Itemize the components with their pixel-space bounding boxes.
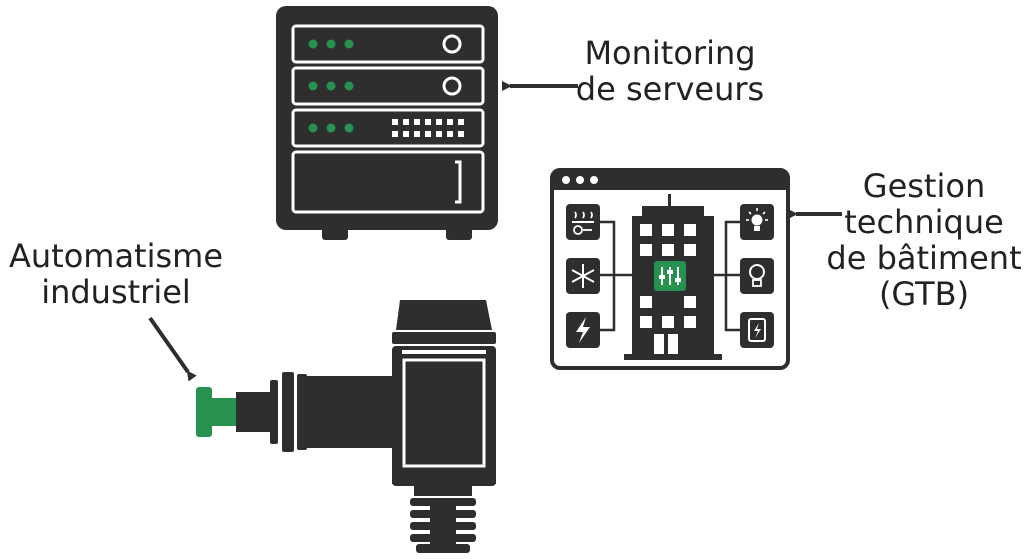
pressure-sensor-icon bbox=[196, 300, 496, 553]
industrial-arrow bbox=[148, 316, 197, 382]
building-management-label: Gestion technique de bâtiment (GTB) bbox=[826, 168, 1022, 312]
industrial-automation-label: Automatisme industriel bbox=[0, 238, 232, 310]
building-dashboard-icon bbox=[550, 168, 790, 370]
gtb-line-1: Gestion bbox=[862, 167, 986, 205]
server-monitoring-label: Monitoring de serveurs bbox=[556, 35, 784, 107]
lamp-icon bbox=[740, 204, 774, 240]
industrial-line-2: industriel bbox=[41, 273, 191, 311]
server-monitoring-line-2: de serveurs bbox=[575, 70, 765, 108]
lightbulb-icon bbox=[740, 258, 774, 294]
server-monitoring-line-1: Monitoring bbox=[584, 34, 756, 72]
industrial-line-1: Automatisme bbox=[8, 237, 224, 275]
gtb-line-2: technique bbox=[844, 203, 1004, 241]
snowflake-icon bbox=[566, 258, 600, 294]
server-rack-icon bbox=[276, 6, 498, 240]
gtb-line-4: (GTB) bbox=[878, 275, 970, 313]
gtb-line-3: de bâtiment bbox=[826, 239, 1022, 277]
charger-icon bbox=[740, 312, 774, 348]
lightning-icon bbox=[566, 312, 600, 348]
heating-icon bbox=[566, 204, 600, 240]
